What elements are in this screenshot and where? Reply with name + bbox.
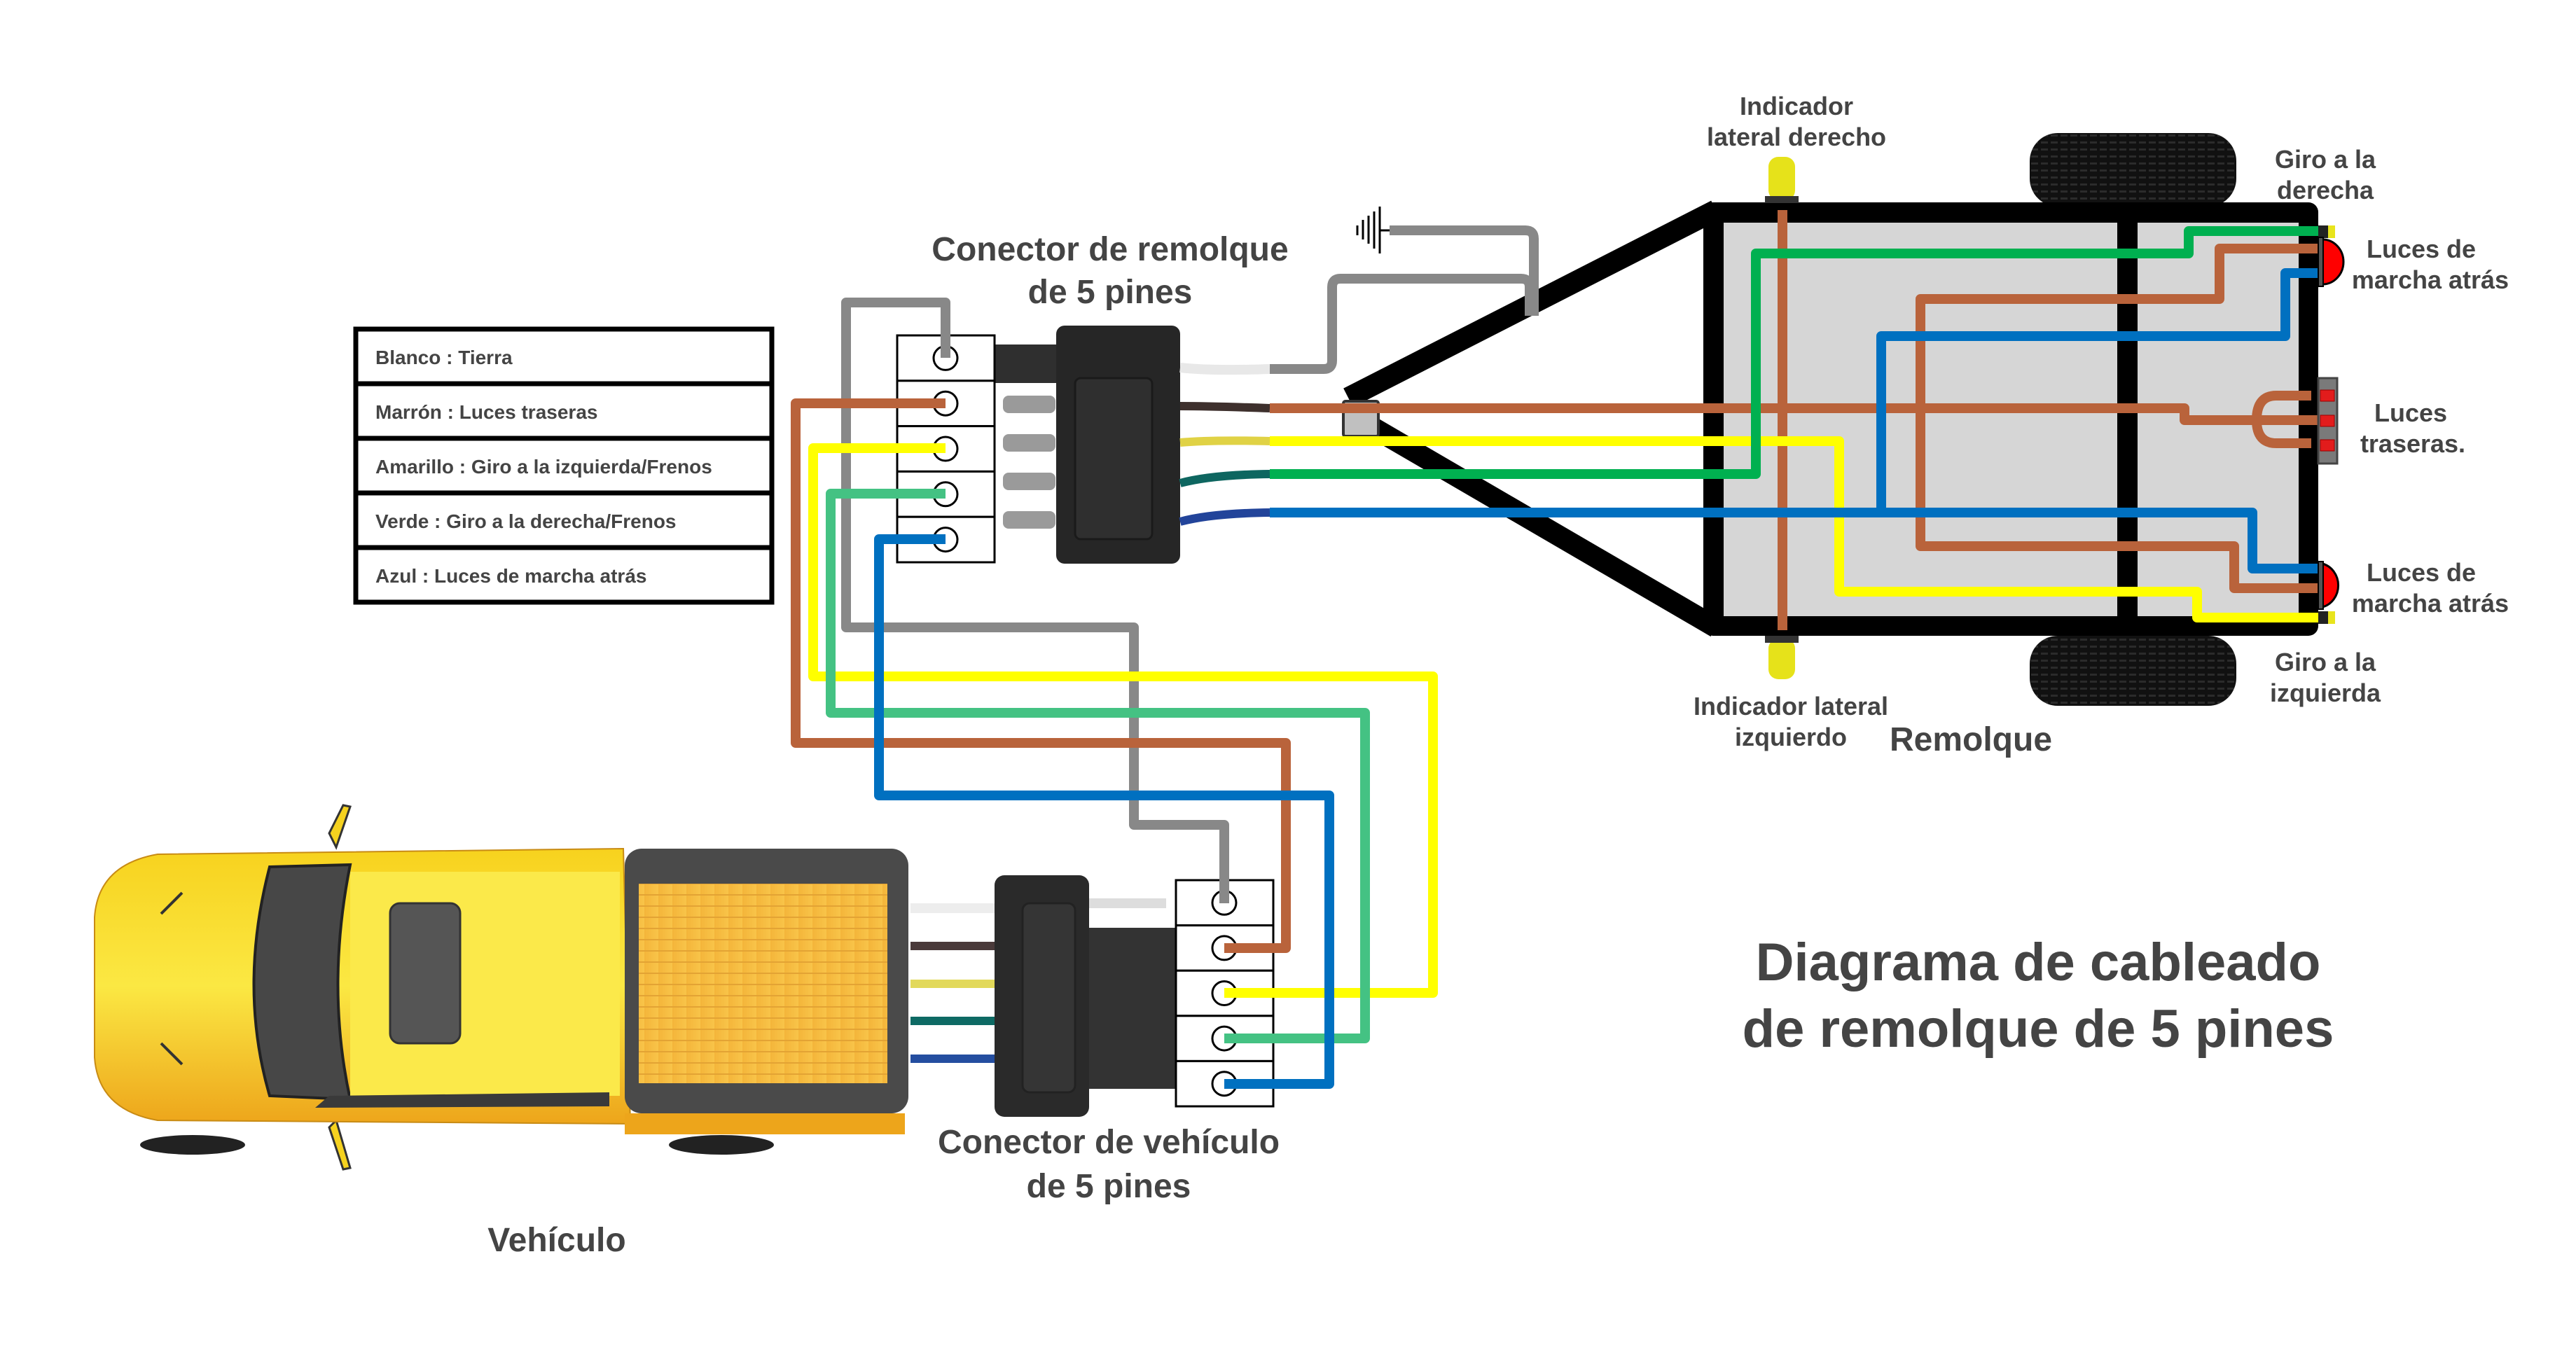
right-turn-label-line1: Giro a la — [2275, 145, 2376, 174]
right-turn-label-line2: derecha — [2277, 176, 2374, 204]
left-side-marker-label-line1: Indicador lateral — [1694, 692, 1888, 721]
vehicle-connector-label-line1: Conector de vehículo — [938, 1124, 1280, 1161]
tail-lights-label-line2: traseras. — [2360, 429, 2465, 458]
left-turn-wire-trailer — [1270, 436, 2318, 622]
reverse-wire-trailer-bottom — [1270, 508, 2318, 573]
right-side-marker-label-line2: lateral derecho — [1707, 123, 1886, 151]
right-turn-light-icon — [2318, 225, 2335, 238]
trailer-connector-label-line1: Conector de remolque — [932, 231, 1288, 268]
left-side-marker-light-icon — [1765, 636, 1799, 679]
legend-row-label: Marrón : Luces traseras — [375, 401, 597, 423]
pickup-truck-icon — [94, 804, 908, 1171]
left-side-marker-label-line2: izquierdo — [1735, 723, 1847, 751]
trailer-connector-plug-icon — [995, 326, 1270, 564]
tire-icon — [2030, 133, 2236, 207]
reverse-bottom-label-line2: marcha atrás — [2352, 589, 2509, 618]
diagram-title-line2: de remolque de 5 pines — [1743, 999, 2334, 1059]
vehicle-harness-wires — [910, 903, 995, 1063]
legend-row-label: Azul : Luces de marcha atrás — [375, 565, 646, 587]
legend-row — [353, 490, 775, 550]
wires — [791, 210, 2318, 1089]
legend-row-label: Verde : Giro a la derecha/Frenos — [375, 510, 677, 532]
trailer-label: Remolque — [1890, 721, 2052, 758]
legend-row-label: Blanco : Tierra — [375, 347, 513, 368]
tail-light-bar-icon — [2317, 377, 2339, 465]
right-turn-wire-trailer — [1270, 226, 2318, 479]
reverse-light-top-icon — [2318, 237, 2345, 287]
legend-row — [353, 545, 775, 605]
legend-row-label: Amarillo : Giro a la izquierda/Frenos — [375, 456, 712, 478]
reverse-top-label-line2: marcha atrás — [2352, 265, 2509, 294]
trailer-connector-label-line2: de 5 pines — [1028, 274, 1193, 311]
reverse-bottom-label-line1: Luces de — [2367, 558, 2476, 587]
reverse-light-bottom-icon — [2318, 561, 2340, 610]
tail-light-wire-trailer — [1270, 403, 2257, 425]
tire-icon — [2030, 636, 2236, 706]
reverse-top-label-line1: Luces de — [2367, 235, 2476, 263]
left-turn-label-line1: Giro a la — [2275, 648, 2376, 676]
reverse-wire — [874, 534, 1334, 1089]
tail-lights-label-line1: Luces — [2374, 398, 2447, 427]
ground-wire — [841, 298, 1229, 903]
diagram-title-line1: Diagrama de cableado — [1756, 933, 2321, 992]
right-side-marker-light-icon — [1765, 157, 1799, 203]
ground-wire-chassis — [1390, 225, 1539, 316]
ground-wire-trailer — [1270, 274, 1535, 374]
vehicle-label: Vehículo — [487, 1222, 625, 1259]
tail-reverse-loop-wire — [1916, 244, 2318, 593]
trailer-frame — [1343, 133, 2318, 706]
vehicle-connector-label-line2: de 5 pines — [1027, 1168, 1191, 1205]
vehicle-connector-plug-icon — [995, 875, 1177, 1117]
right-side-marker-label-line1: Indicador — [1740, 92, 1853, 120]
right-turn-wire — [826, 489, 1370, 1043]
reverse-wire-trailer-top — [1876, 268, 2318, 513]
left-turn-label-line2: izquierda — [2270, 679, 2381, 707]
ground-symbol-icon — [1356, 207, 1390, 253]
left-turn-light-icon — [2318, 611, 2335, 624]
tail-light-wire — [791, 398, 1291, 953]
left-turn-wire — [808, 443, 1438, 998]
